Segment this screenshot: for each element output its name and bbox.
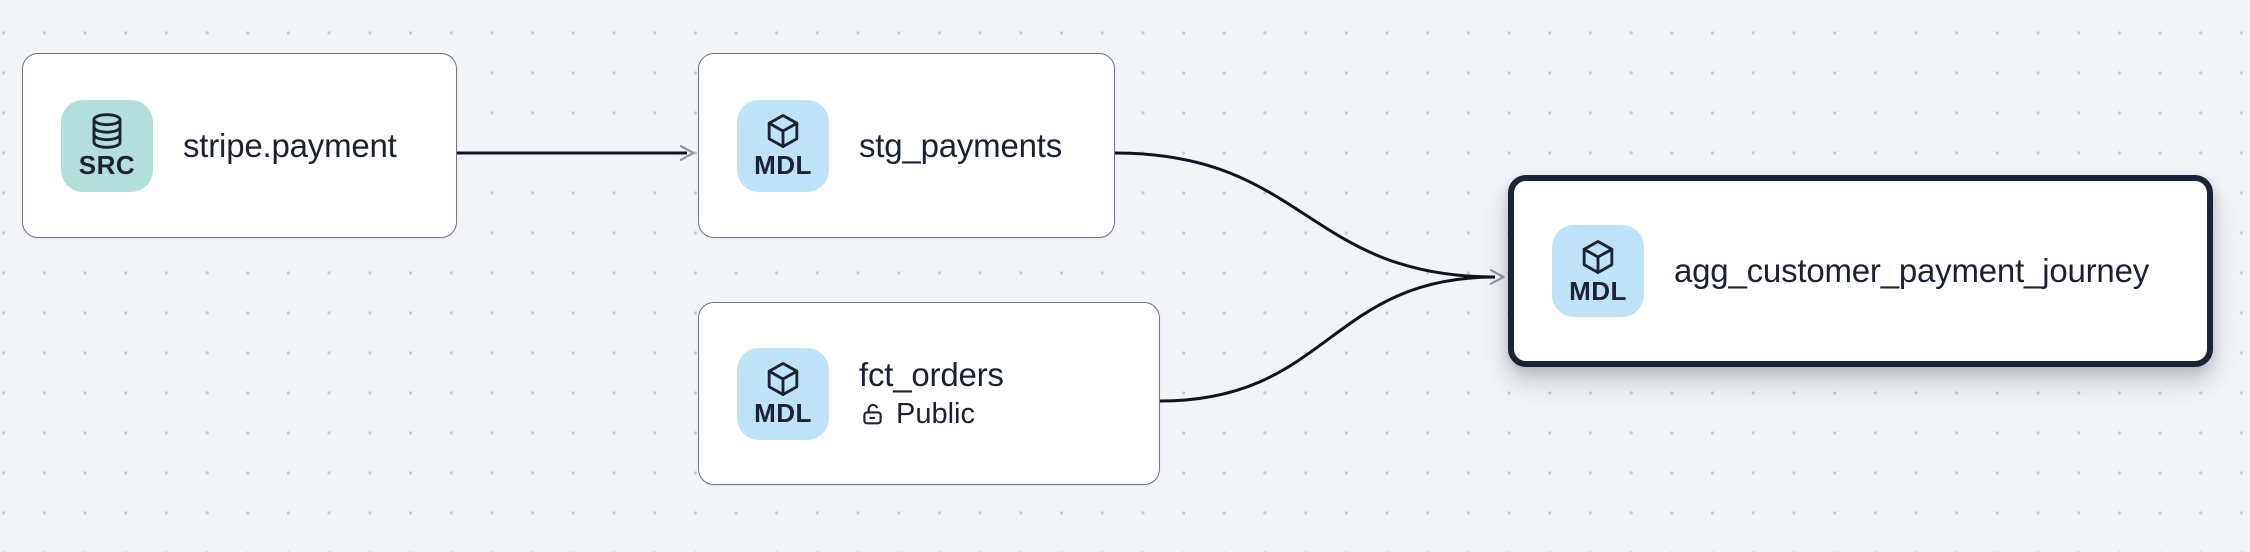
node-title: stripe.payment [183, 126, 397, 164]
access-badge: Public [859, 398, 1004, 431]
database-icon [87, 111, 127, 151]
access-label: Public [896, 398, 975, 431]
node-agg-customer-payment-journey[interactable]: MDL agg_customer_payment_journey [1508, 175, 2213, 367]
cube-icon [763, 359, 803, 399]
node-text: stripe.payment [183, 127, 397, 165]
badge-label: MDL [754, 150, 812, 181]
badge-label: MDL [1569, 275, 1627, 306]
badge-label: MDL [754, 398, 812, 429]
mdl-badge: MDL [737, 347, 829, 440]
node-fct-orders[interactable]: MDL fct_orders Public [698, 302, 1160, 485]
node-stg-payments[interactable]: MDL stg_payments [698, 53, 1115, 238]
node-title: stg_payments [859, 126, 1063, 164]
mdl-badge: MDL [1552, 225, 1644, 317]
node-text: agg_customer_payment_journey [1674, 252, 2149, 290]
src-badge: SRC [61, 99, 153, 192]
node-stripe-payment[interactable]: SRC stripe.payment [22, 53, 457, 238]
cube-icon [763, 111, 803, 151]
edge-fct-orders-to-agg[interactable] [1159, 275, 1496, 403]
lock-open-icon [859, 401, 886, 428]
badge-label: SRC [78, 150, 136, 181]
node-text: stg_payments [859, 127, 1062, 165]
node-title: fct_orders [859, 356, 1004, 394]
node-text: fct_orders Public [859, 356, 1004, 431]
node-title: agg_customer_payment_journey [1674, 252, 2150, 290]
edge-stg-payments-to-agg[interactable] [1114, 151, 1496, 279]
mdl-badge: MDL [737, 99, 829, 192]
cube-icon [1578, 237, 1618, 277]
